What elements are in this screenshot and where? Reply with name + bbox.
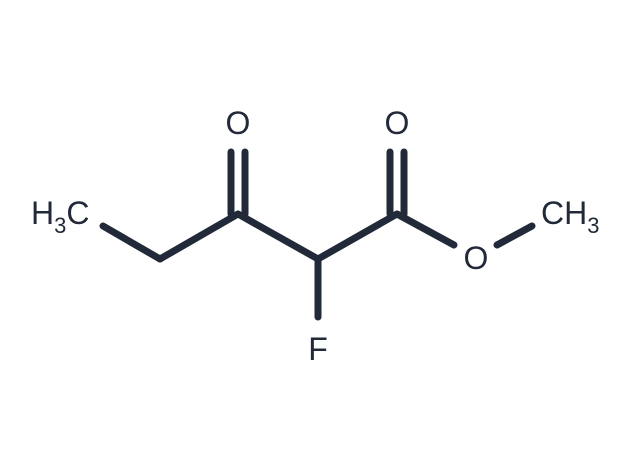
- atom-ch3-right: CH3: [541, 195, 599, 238]
- ch3-right-subscript: 3: [587, 213, 599, 238]
- atom-o-ester-carbonyl: O: [385, 105, 410, 141]
- ch3-left-h: H: [31, 195, 54, 231]
- bond-c2-c1: [314, 210, 401, 263]
- bond-ch3-ch2: [99, 222, 164, 263]
- ch3-left-subscript: 3: [54, 213, 66, 238]
- bond-c3-c2: [234, 210, 322, 263]
- atom-o-ketone: O: [226, 105, 251, 141]
- atom-ch3-left: H3C: [31, 195, 89, 238]
- ch3-right-ch: CH: [541, 195, 587, 231]
- ch3-left-c: C: [66, 195, 89, 231]
- bond-o-ch3: [493, 222, 536, 249]
- atom-f: F: [308, 331, 328, 367]
- atom-o-ester: O: [464, 240, 489, 276]
- bond-ch2-c3: [156, 210, 242, 263]
- bond-c1-o-ester: [393, 210, 458, 249]
